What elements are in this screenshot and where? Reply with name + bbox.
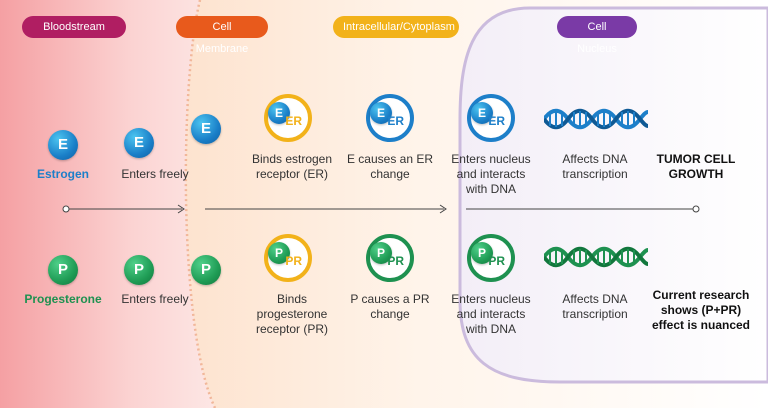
progesterone-step-dna: Affects DNA transcription [562,292,628,321]
er-receptor-nucleus: E ER [467,94,515,142]
estrogen-step-enters: Enters freely [121,167,189,181]
pr-receptor-binding: P PR [264,234,312,282]
estrogen-membrane-badge: E [191,114,221,144]
progesterone-label: Progesterone [24,292,102,306]
progesterone-step-enters: Enters freely [121,292,189,306]
bloodstream-pill: Bloodstream [22,16,126,38]
progesterone-step-change: P causes a PR change [350,292,430,321]
progesterone-step-binds: Binds progesterone receptor (PR) [255,292,329,336]
progesterone-step-nucleus: Enters nucleus and interacts with DNA [451,292,531,336]
estrogen-mini-badge: E [268,102,290,124]
cell-membrane-pill: Cell Membrane [176,16,268,55]
estrogen-step-dna: Affects DNA transcription [562,152,628,181]
pr-receptor-changed: P PR [366,234,414,282]
pr-receptor-nucleus: P PR [467,234,515,282]
progesterone-mini-badge: P [471,242,493,264]
cell-membrane-line [184,0,217,408]
progesterone-mini-badge: P [370,242,392,264]
er-label: ER [387,114,404,128]
estrogen-badge: E [48,130,78,160]
progesterone-membrane-badge: P [191,255,221,285]
nucleus-region [458,6,768,384]
cytoplasm-pill: Intracellular/Cytoplasm [333,16,459,38]
estrogen-label: Estrogen [36,167,89,181]
estrogen-entering-badge: E [124,128,154,158]
er-label: ER [488,114,505,128]
pr-label: PR [387,254,404,268]
er-receptor-changed: E ER [366,94,414,142]
estrogen-step-change: E causes an ER change [346,152,434,181]
dna-helix-icon [544,108,648,130]
estrogen-step-binds: Binds estrogen receptor (ER) [251,152,333,181]
pr-label: PR [285,254,302,268]
estrogen-outcome: TUMOR CELL GROWTH [656,152,736,181]
progesterone-badge: P [48,255,78,285]
estrogen-mini-badge: E [370,102,392,124]
cell-nucleus-pill: Cell Nucleus [557,16,637,55]
progesterone-mini-badge: P [268,242,290,264]
dna-helix-icon [544,246,648,268]
er-receptor-binding: E ER [264,94,312,142]
estrogen-mini-badge: E [471,102,493,124]
estrogen-step-nucleus: Enters nucleus and interacts with DNA [451,152,531,196]
estrogen-pathway-arrows [62,204,700,214]
progesterone-outcome: Current research shows (P+PR) effect is … [651,288,751,332]
pr-label: PR [488,254,505,268]
progesterone-entering-badge: P [124,255,154,285]
er-label: ER [285,114,302,128]
